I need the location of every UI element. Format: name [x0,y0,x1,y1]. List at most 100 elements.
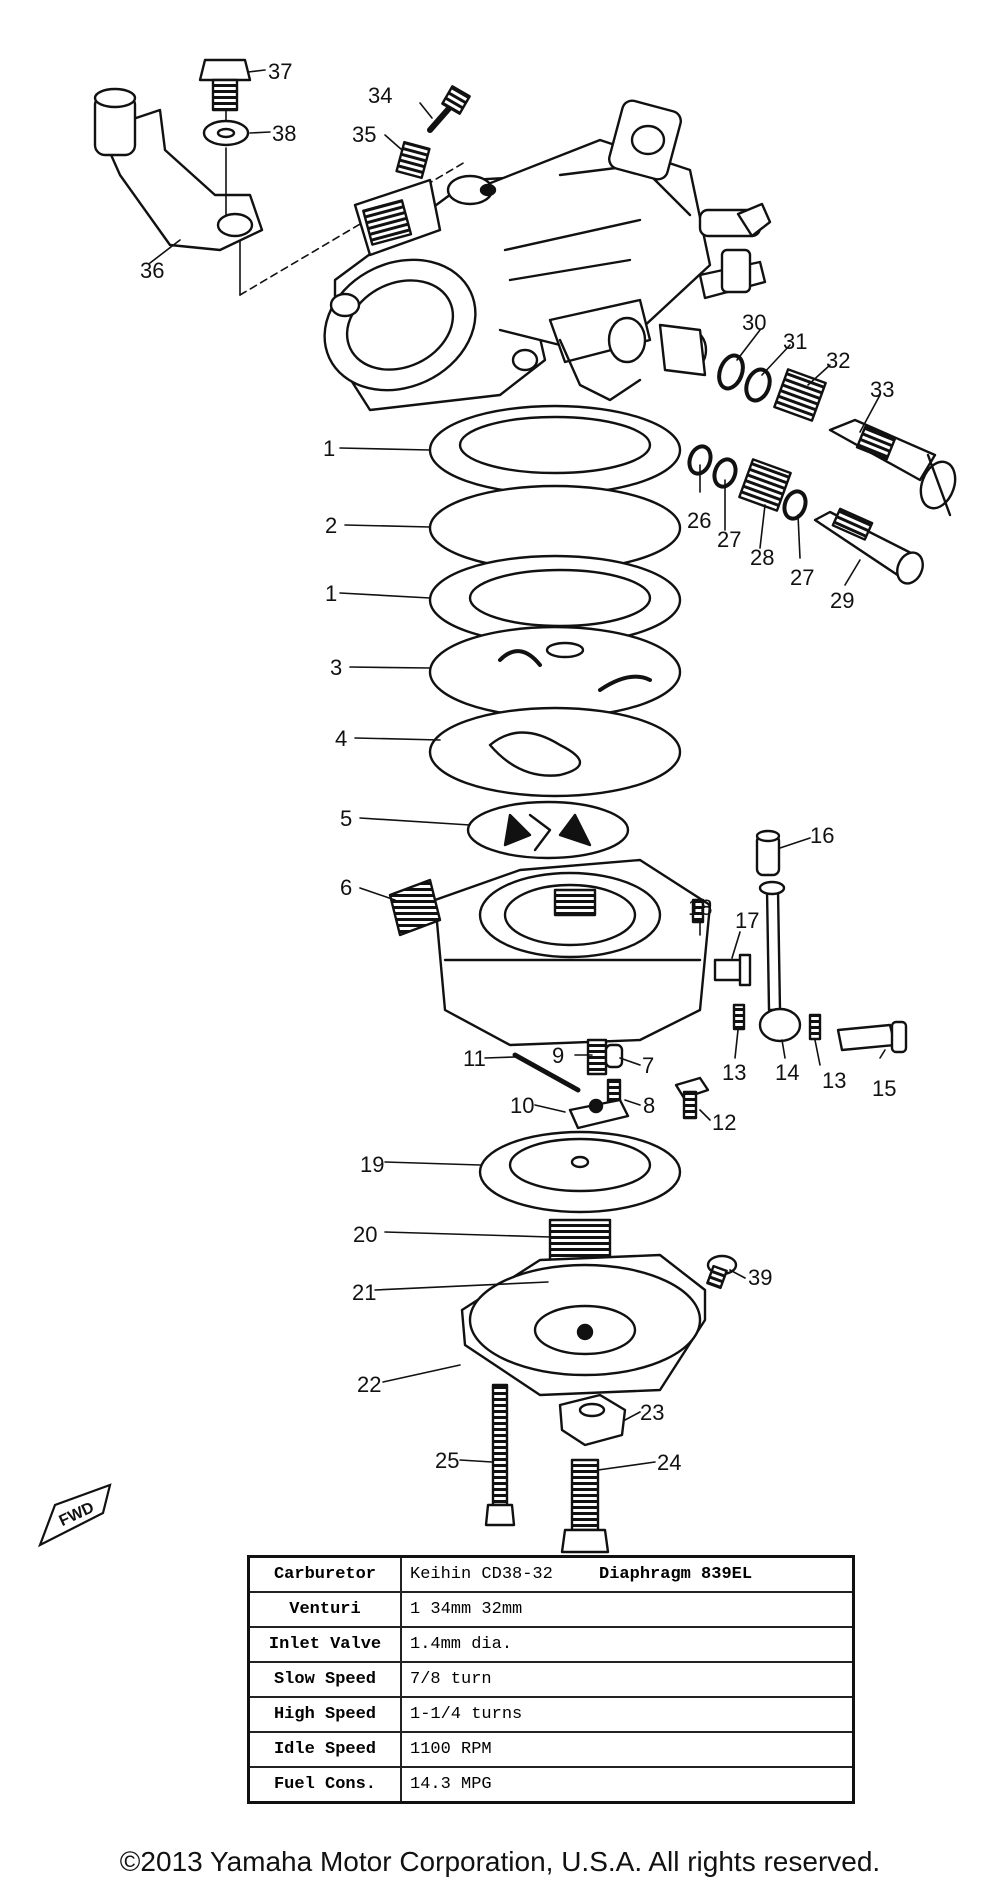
callout-13b: 13 [822,1068,846,1093]
callout-16: 16 [810,823,834,848]
callout-31: 31 [783,329,807,354]
table-row: Inlet Valve 1.4mm dia. [247,1626,855,1663]
callout-18: 18 [688,895,712,920]
callout-8: 8 [643,1093,655,1118]
callout-10: 10 [510,1093,534,1118]
spec-value: 1100 RPM [400,1731,855,1768]
callout-24: 24 [657,1450,681,1475]
spec-label: High Speed [247,1696,402,1733]
part-28-spring [738,458,792,512]
callout-11: 11 [463,1046,486,1071]
spec-value: 1-1/4 turns [400,1696,855,1733]
table-row: Slow Speed 7/8 turn [247,1661,855,1698]
carburetor-diaphragm: Diaphragm 839EL [599,1565,753,1584]
part-27-washer-b [782,489,808,521]
part-25-bolt [484,1383,516,1527]
part-29-adjust-screw [813,507,924,585]
part-9-spring [586,1038,608,1076]
carburetor-exploded-diagram: FWD 1 2 1 3 4 5 6 7 8 9 10 11 12 13 14 1… [37,58,957,1554]
carburetor-model: Keihin CD38-32 [410,1565,553,1584]
spec-value: Keihin CD38-32 Diaphragm 839EL [400,1555,855,1593]
callout-5: 5 [340,806,352,831]
part-18-spring [691,898,705,924]
part-12-screw [674,1076,710,1120]
spec-label: Fuel Cons. [247,1766,402,1804]
callout-4: 4 [335,726,347,751]
part-24-bolt [560,1458,610,1554]
part-10-lever [568,1098,630,1130]
table-row: Venturi 1 34mm 32mm [247,1591,855,1628]
spec-table: Carburetor Keihin CD38-32 Diaphragm 839E… [247,1555,855,1804]
callout-33: 33 [870,377,894,402]
part-30-o-ring [717,353,745,391]
part-36-fuel-fitting [93,87,264,252]
callout-2: 2 [325,513,337,538]
part-19-diaphragm [478,1130,682,1214]
part-37-bolt [198,58,252,112]
part-33-adjust-screw [828,418,957,517]
callout-29: 29 [830,588,854,613]
part-4-gasket [428,706,682,798]
spec-label: Carburetor [247,1555,402,1593]
table-row: Carburetor Keihin CD38-32 Diaphragm 839E… [247,1555,855,1593]
callout-3: 3 [330,655,342,680]
part-7-pin [604,1043,624,1069]
part-32-spring [773,368,827,422]
part-13-spring-a [732,1003,746,1031]
callout-21: 21 [352,1280,376,1305]
part-35-spring [395,140,431,180]
callout-25: 25 [435,1448,459,1473]
part-3-pump-plate [428,625,682,719]
spec-value: 1 34mm 32mm [400,1591,855,1628]
callout-36: 36 [140,258,164,283]
callout-12: 12 [712,1110,736,1135]
callout-27b: 27 [790,565,814,590]
spec-label: Venturi [247,1591,402,1628]
part-14-lever-arm [758,880,802,1043]
callout-6: 6 [340,875,352,900]
callout-30: 30 [742,310,766,335]
part-16-cap [755,829,781,877]
spec-value: 1.4mm dia. [400,1626,855,1663]
part-22-cover [460,1253,707,1397]
part-8-spring [606,1078,622,1104]
callout-9: 9 [552,1043,564,1068]
part-1-gasket-top [428,404,682,496]
part-5-valve [466,800,630,860]
part-17-screw [713,953,752,987]
callout-labels: 1 2 1 3 4 5 6 7 8 9 10 11 12 13 14 13 15… [140,59,896,1475]
callout-20: 20 [353,1222,377,1247]
callout-1b: 1 [325,581,337,606]
part-26-o-ring [687,444,713,476]
part-15-shaft [836,1020,908,1054]
callout-14: 14 [775,1060,799,1085]
spec-value: 14.3 MPG [400,1766,855,1804]
callout-28: 28 [750,545,774,570]
part-38-washer [202,119,250,147]
part-11-pin [512,1052,581,1093]
callout-19: 19 [360,1152,384,1177]
callout-32: 32 [826,348,850,373]
part-13-spring-b [808,1013,822,1041]
callout-7: 7 [642,1053,654,1078]
part-6-pump-body [388,858,712,1047]
callout-13a: 13 [722,1060,746,1085]
leader-lines [149,69,886,1471]
part-31-washer [744,367,772,403]
callout-39: 39 [748,1265,772,1290]
callout-38: 38 [272,121,296,146]
callout-23: 23 [640,1400,664,1425]
spec-label: Inlet Valve [247,1626,402,1663]
callout-15: 15 [872,1076,896,1101]
callout-37: 37 [268,59,292,84]
callout-17: 17 [735,908,759,933]
part-39-screw [706,1254,738,1290]
copyright-notice: ©2013 Yamaha Motor Corporation, U.S.A. A… [119,1846,881,1877]
carburetor-body [323,99,772,412]
callout-1: 1 [323,436,335,461]
callout-22: 22 [357,1372,381,1397]
part-23-nut [558,1393,627,1447]
table-row: Fuel Cons. 14.3 MPG [247,1766,855,1804]
callout-35: 35 [352,122,376,147]
callout-27a: 27 [717,527,741,552]
